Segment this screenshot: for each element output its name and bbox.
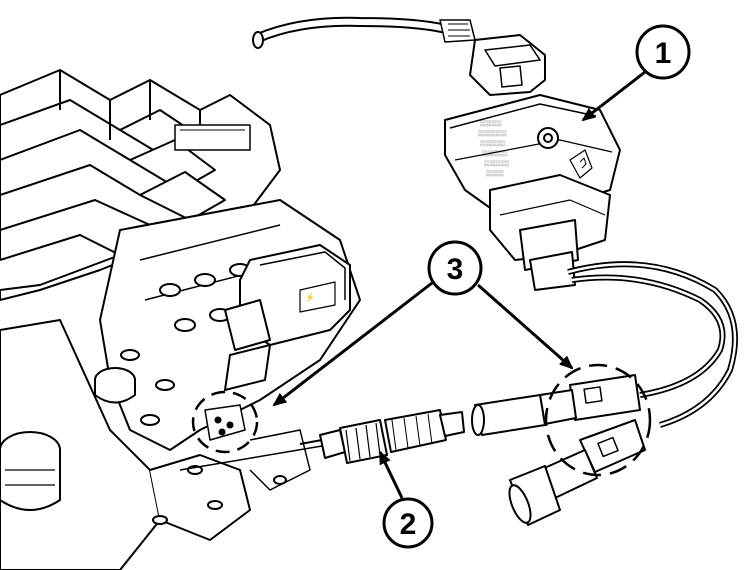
callout-2: 2 <box>378 450 434 549</box>
callout-1-arrow <box>581 70 646 122</box>
svg-text:⚡: ⚡ <box>305 292 315 302</box>
callout-3: 3 <box>272 240 574 407</box>
callout-1: 1 <box>581 24 691 122</box>
svg-text:░░░░░░░: ░░░░░░░ <box>480 140 506 147</box>
svg-text:2: 2 <box>400 508 417 541</box>
svg-text:░░░░░░░░: ░░░░░░░░ <box>478 130 507 137</box>
svg-text:░░░░░: ░░░░░ <box>486 170 504 177</box>
callout-3-arrow-left <box>272 281 433 407</box>
lower-engine <box>0 319 311 570</box>
callout-2-arrow <box>378 450 404 499</box>
cylinder-head: ⚡ <box>94 199 361 454</box>
coil-terminal-highlight-right <box>544 363 652 477</box>
coil-terminal-highlight-left <box>191 390 259 454</box>
intake-manifold <box>0 69 281 301</box>
spark-plug <box>179 409 465 471</box>
callout-3-arrow-right <box>477 283 574 370</box>
ignition-coil: ░░░░░░ ░░░░░░░░ ░░░░░░░ ░░░░░░░ ░░░░░░░ … <box>252 16 738 428</box>
plug-caps <box>471 363 652 526</box>
engine-block: ⚡ <box>0 69 361 570</box>
installed-coil: ⚡ <box>224 244 351 391</box>
svg-text:1: 1 <box>655 37 672 70</box>
svg-text:░░░░░░░: ░░░░░░░ <box>484 160 510 167</box>
svg-text:3: 3 <box>447 253 464 286</box>
svg-text:░░░░░░░: ░░░░░░░ <box>482 150 508 157</box>
ht-lead-a <box>571 274 726 398</box>
svg-text:░░░░░░: ░░░░░░ <box>480 120 502 127</box>
